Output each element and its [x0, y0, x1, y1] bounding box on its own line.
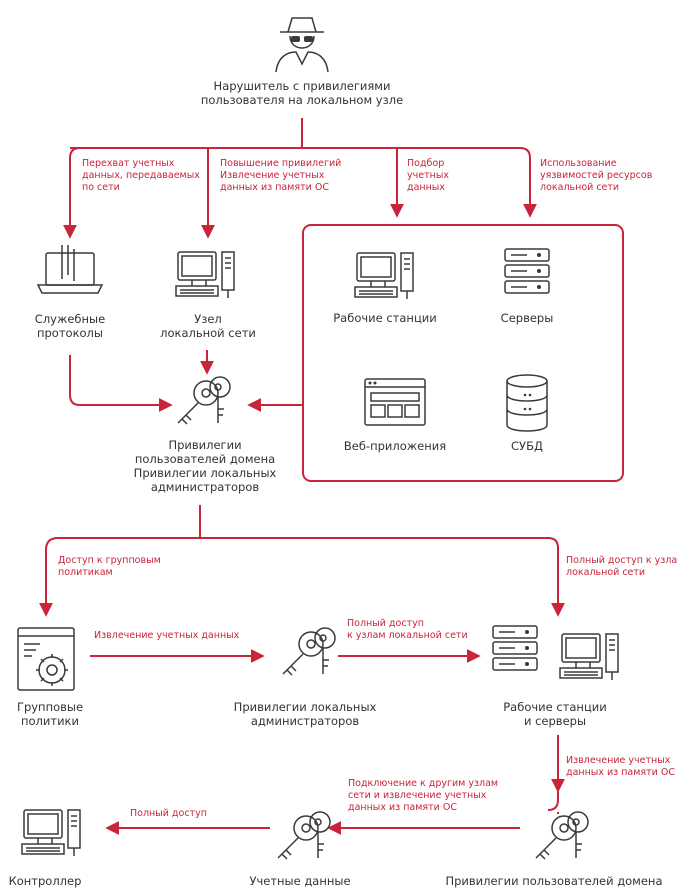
- edge-full-access-label: Полный доступ: [130, 808, 207, 819]
- group-policies-label: Групповые политики: [16, 700, 84, 728]
- network-resources-box: [302, 224, 624, 482]
- edge-vulns-label: Использование уязвимостей ресурсов локал…: [540, 158, 653, 193]
- local-node-label: Узел локальной сети: [160, 312, 256, 340]
- attacker-label: Нарушитель с привилегиями пользователя н…: [200, 79, 404, 107]
- local-admin-keys-icon: [282, 627, 336, 676]
- edge-extract-creds-label: Извлечение учетных данных: [94, 630, 240, 641]
- credential-keys-icon: [277, 811, 331, 860]
- servers-label: Серверы: [500, 311, 554, 325]
- workstations-servers-label: Рабочие станции и серверы: [503, 700, 607, 728]
- group-policy-icon: [17, 627, 75, 691]
- service-protocols-label: Служебные протоколы: [34, 312, 106, 340]
- credentials-label: Учетные данные: [249, 874, 351, 888]
- web-apps-label: Веб-приложения: [343, 439, 447, 453]
- edge-group-policy-access-label: Доступ к групповым политикам: [58, 555, 161, 578]
- edge-bruteforce-label: Подбор учетных данных: [407, 158, 449, 193]
- server-icon: [504, 248, 550, 294]
- web-app-icon: [364, 378, 426, 426]
- dbms-label: СУБД: [511, 439, 543, 453]
- edge-full-node-access-label: Полный доступ к узла локальной сети: [566, 555, 678, 578]
- attacker-spy-icon: [275, 17, 329, 73]
- servers-workstations-icon: [492, 625, 538, 671]
- edge-escalation-label: Повышение привилегий Извлечение учетных …: [220, 158, 342, 193]
- local-admin-privileges-label: Привилегии локальных администраторов: [233, 700, 377, 728]
- database-icon: [506, 374, 548, 432]
- local-node-desktop-icon: [175, 251, 235, 299]
- controller-label: Контроллер: [8, 874, 82, 888]
- domain-user-keys-icon: [535, 811, 589, 860]
- domain-privileges-label: Привилегии пользователей домена Привилег…: [133, 438, 277, 494]
- workstation-icon: [354, 252, 414, 300]
- domain-keys-icon: [177, 376, 231, 425]
- domain-user-privileges-label: Привилегии пользователей домена: [445, 874, 663, 888]
- controller-desktop-icon: [21, 809, 81, 857]
- workstations-label: Рабочие станции: [333, 311, 437, 325]
- servers-desktop-icon: [559, 633, 619, 681]
- laptop-icon: [36, 245, 104, 294]
- edge-intercept-label: Перехват учетных данных, передаваемых по…: [82, 158, 200, 193]
- edge-extract-mem-label: Извлечение учетных данных из памяти ОС: [566, 755, 675, 778]
- edge-connect-other-label: Подключение к другим узлам сети и извлеч…: [348, 778, 499, 813]
- edge-full-access-nodes-label: Полный доступ к узлам локальной сети: [347, 618, 468, 641]
